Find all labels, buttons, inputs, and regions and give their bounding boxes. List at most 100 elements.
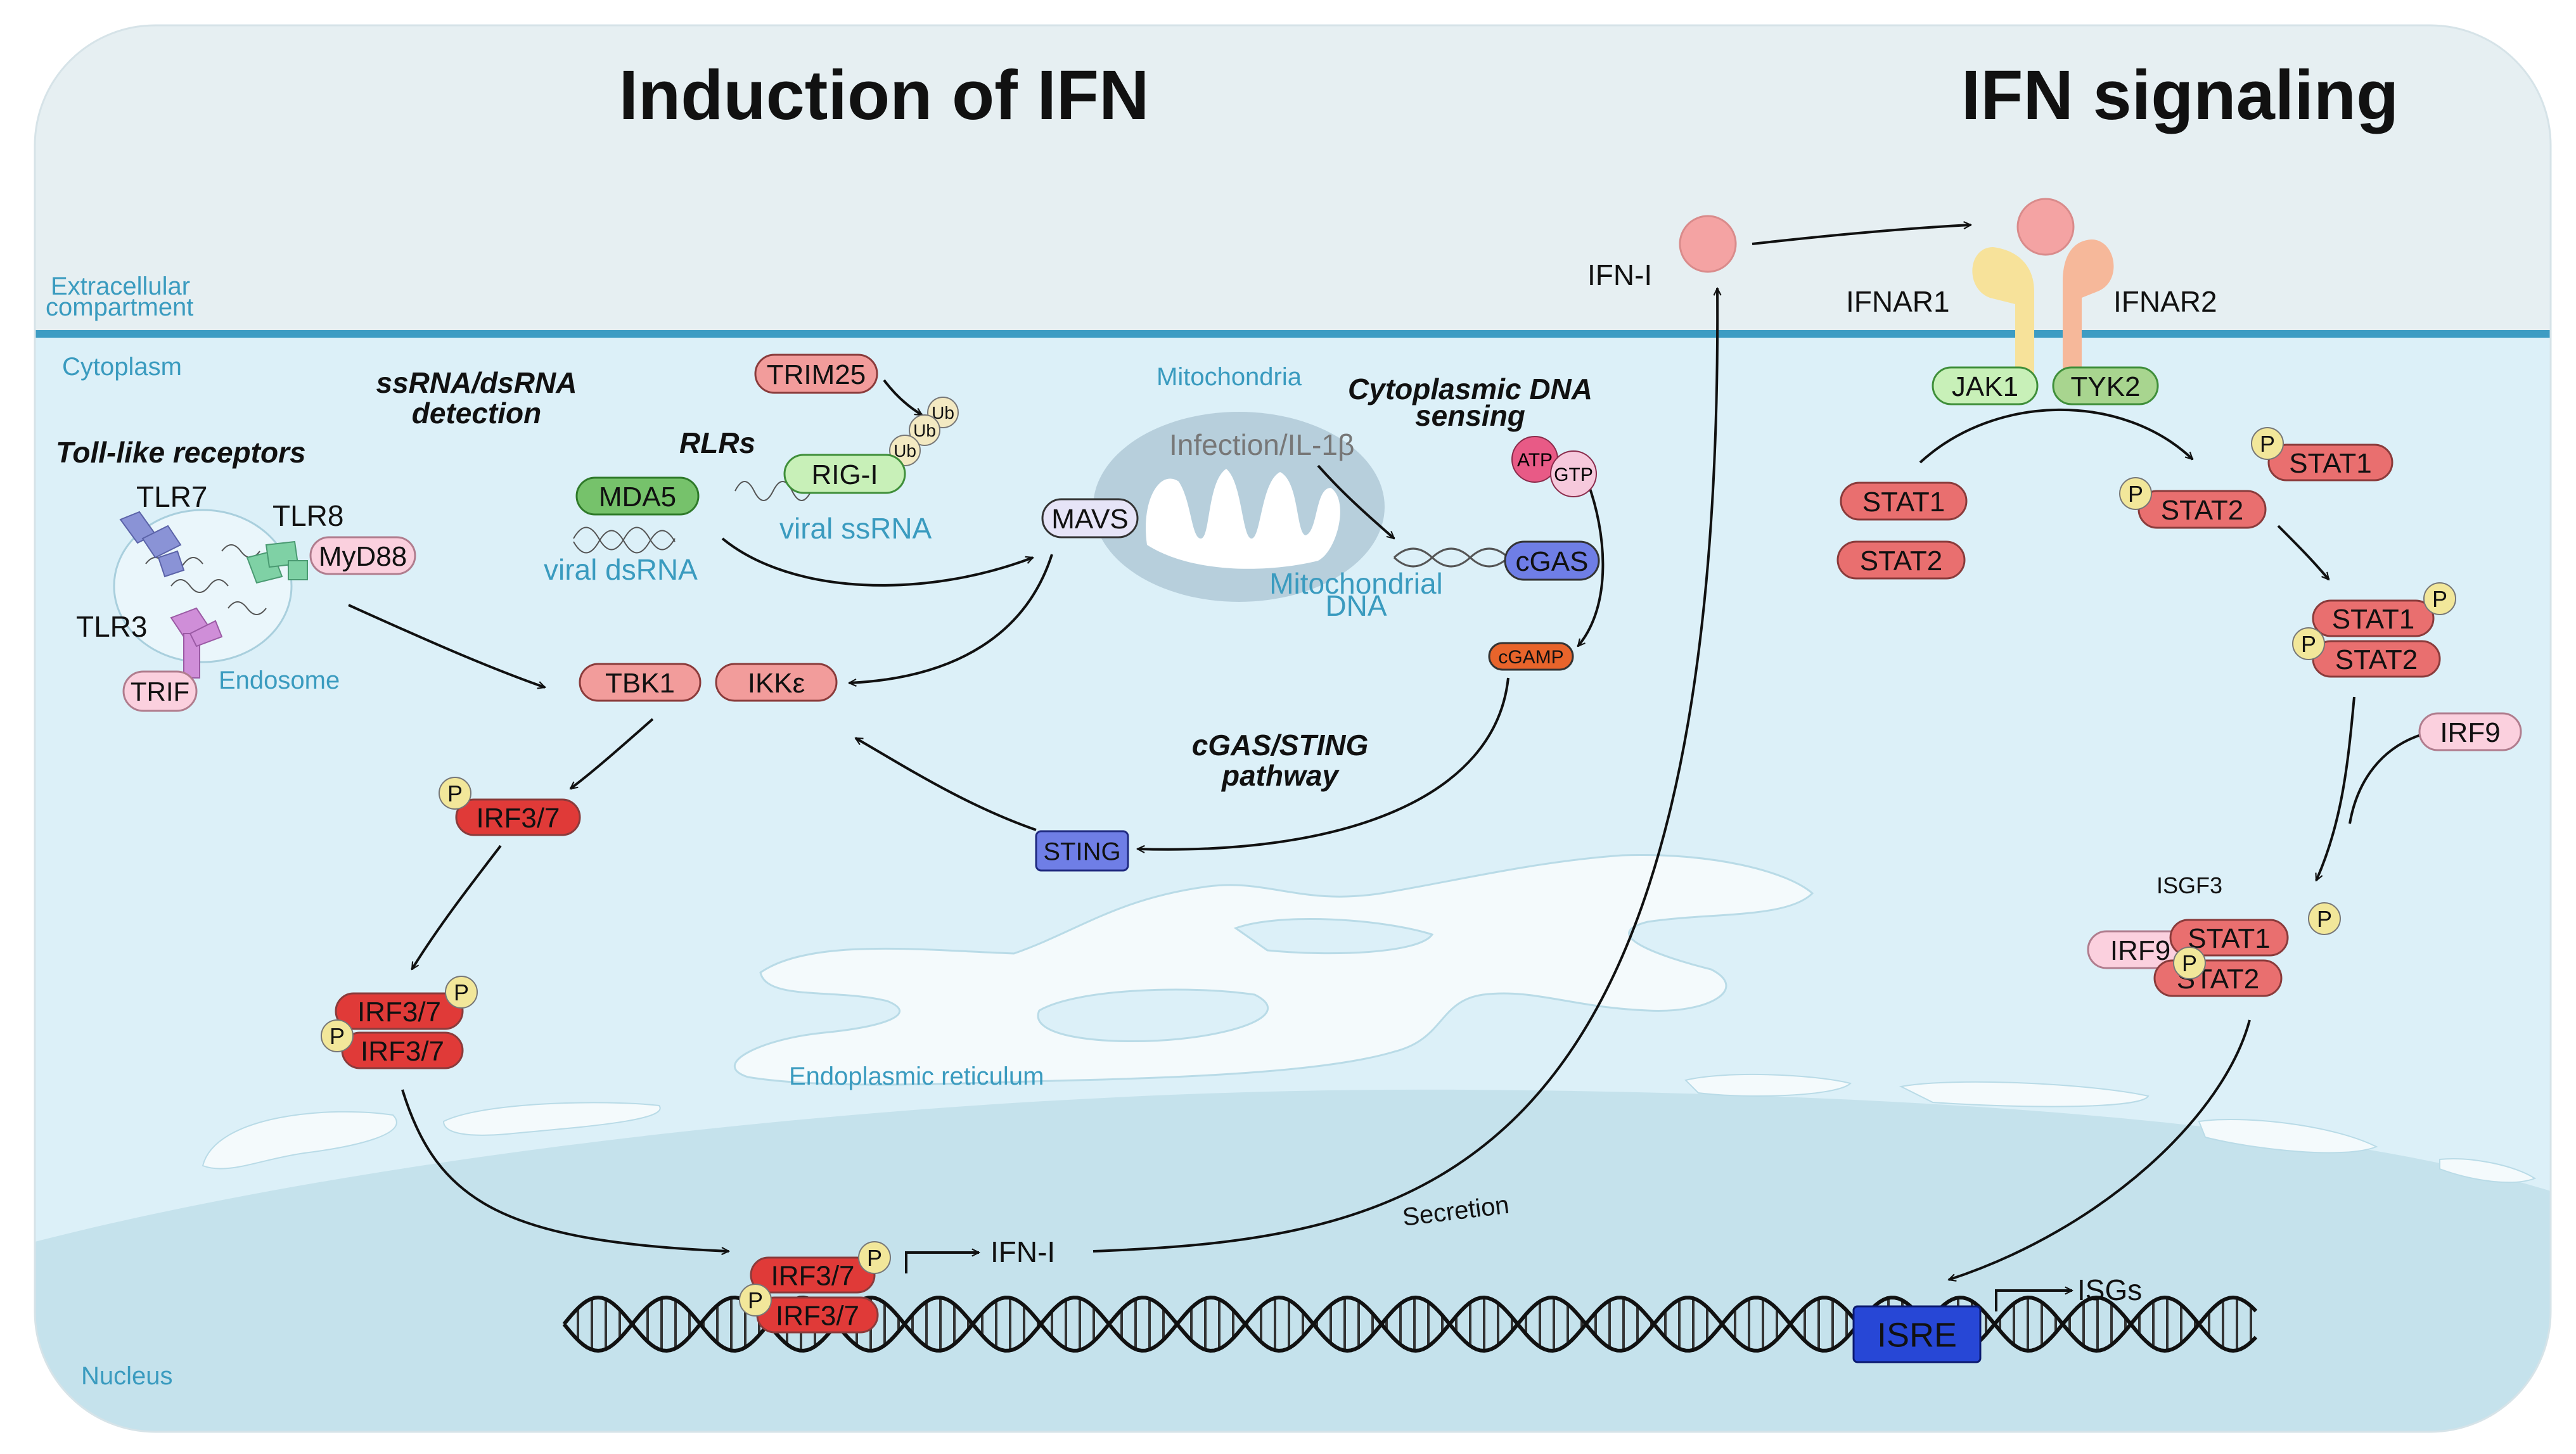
arrow-irf-dimer [411,845,502,969]
label-mitochondria: Mitochondria [1157,363,1302,391]
label-endosome: Endosome [219,666,340,694]
arrow-secretion [1093,288,1717,1253]
phosphate-label: P [2182,950,2197,976]
er-nuclear-membrane [202,1073,2537,1183]
stat1-free-label: STAT1 [1862,487,1945,518]
viral-dsrna-strand [573,526,676,554]
cgamp-molecule: cGAMP [1488,642,1574,671]
heading-pathway: pathway [1221,759,1340,792]
arrow-mavs-ikke [849,554,1053,683]
irf9-protein: IRF9 [2418,712,2522,751]
phosphate-label: P [2317,906,2332,932]
ub-label: Ub [913,421,936,440]
irf37-dimer-bottom-label: IRF3/7 [361,1036,444,1067]
stat1-isgf3: STAT1 [2169,919,2289,957]
mavs-protein-label: MAVS [1051,504,1128,535]
myd88-protein: MyD88 [309,536,416,575]
pathway-arrows [348,225,2421,1311]
tyk2-protein-label: TYK2 [2070,371,2140,402]
phosphate-label: P [447,781,463,807]
cgas-protein-label: cGAS [1516,546,1589,577]
phosphate-badge: P [439,777,471,810]
isre-element: ISRE [1852,1305,1982,1363]
label-tlr7: TLR7 [136,480,207,513]
label-tlr3: TLR3 [76,610,147,643]
irf37-nuclear-bottom: IRF3/7 [756,1296,879,1334]
label-extracellular: Extracellular [51,272,190,300]
arrow-isgf3-isre [1949,1019,2251,1280]
label-er: Endoplasmic reticulum [789,1062,1044,1090]
heading-cgas-sting: cGAS/STING [1192,729,1369,762]
tlr8-receptor [246,540,308,584]
extracellular-compartment [35,25,2551,336]
arrow-myd88-tbk1 [348,604,545,687]
stat1-isgf3-label: STAT1 [2188,923,2270,954]
trim25-protein-label: TRIM25 [767,359,866,390]
heading-detection: detection [412,397,541,430]
arrow-ifn-receptor [1752,225,1971,245]
tbk1-protein-label: TBK1 [605,668,675,699]
stat1-dimer-label: STAT1 [2332,604,2414,635]
stat1-phospho: STAT1 [2267,443,2393,481]
arrow-trim25-ub [883,379,922,416]
heading-sensing: sensing [1415,399,1525,432]
rigi-protein-label: RIG-I [811,459,878,490]
arrow-tbk1-irf [570,718,654,790]
arrow-stat2-dimer [2277,525,2330,580]
label-viral-ssrna: viral ssRNA [779,512,932,545]
phosphate-badge: P [2251,427,2284,460]
arrow-dimer-nucleus [401,1089,729,1251]
arrow-promoter-ifn [905,1253,979,1273]
phosphate-label: P [330,1023,345,1049]
arrow-sting-tbk1 [855,737,1037,831]
title-signaling: IFN signaling [1961,56,2399,134]
cell-outline [34,24,2552,1433]
label-ifn-nucleus: IFN-I [990,1235,1055,1268]
arrow-infection-mtdna [1317,464,1394,539]
stat1-free: STAT1 [1840,481,1968,521]
phosphate-badge: P [2292,627,2325,660]
phosphate-badge: P [445,976,478,1009]
endoplasmic-reticulum [733,853,1814,1086]
label-cytoplasm: Cytoplasm [62,353,182,381]
phosphate-badge: P [739,1284,772,1317]
irf37-nuclear-top: IRF3/7 [750,1256,876,1294]
phosphate-badge: P [2173,947,2206,979]
ikke-protein: IKKε [715,663,838,702]
gtp-label: GTP [1554,464,1593,485]
heading-rlrs: RLRs [679,426,755,459]
tlr7-receptor [119,511,185,578]
jak1-protein: JAK1 [1932,366,2039,405]
label-nucleus: Nucleus [81,1362,173,1390]
stat2-dimer-label: STAT2 [2335,644,2418,675]
irf37-protein: IRF3/7 [455,798,581,836]
label-isgf3: ISGF3 [2156,872,2222,898]
tbk1-protein: TBK1 [579,663,702,702]
jak1-protein-label: JAK1 [1952,371,2018,402]
label-ifnar1: IFNAR1 [1846,285,1950,318]
arrow-jak-stat [1919,408,2193,464]
trif-protein: TRIF [122,670,198,712]
title-induction: Induction of IFN [618,56,1149,134]
irf37-protein-label: IRF3/7 [476,803,560,834]
cgamp-molecule-label: cGAMP [1498,647,1563,668]
stat2-free-label: STAT2 [1860,545,1942,577]
phosphate-label: P [2260,431,2275,457]
phosphate-label: P [2128,481,2143,507]
stat1-dimer: STAT1 [2312,599,2435,637]
phosphate-badge: P [321,1019,354,1052]
sting-protein: STING [1035,830,1129,872]
ub-label: Ub [894,441,916,461]
irf37-dimer-top: IRF3/7 [335,992,464,1030]
label-isgs: ISGs [2077,1273,2142,1306]
isre-element-label: ISRE [1877,1316,1957,1354]
stat2-phospho: STAT2 [2137,490,2267,529]
heading-tlr: Toll-like receptors [56,436,306,469]
heading-ssrna: ssRNA/dsRNA [376,366,577,399]
label-ifn-secreted: IFN-I [1587,258,1652,291]
phosphate-badge: P [2119,477,2152,510]
arrow-stat-isgf3 [2315,696,2355,881]
mda5-protein-label: MDA5 [599,481,676,513]
irf37-nuclear-top-label: IRF3/7 [771,1260,854,1291]
phosphate-badge: P [2308,902,2341,935]
